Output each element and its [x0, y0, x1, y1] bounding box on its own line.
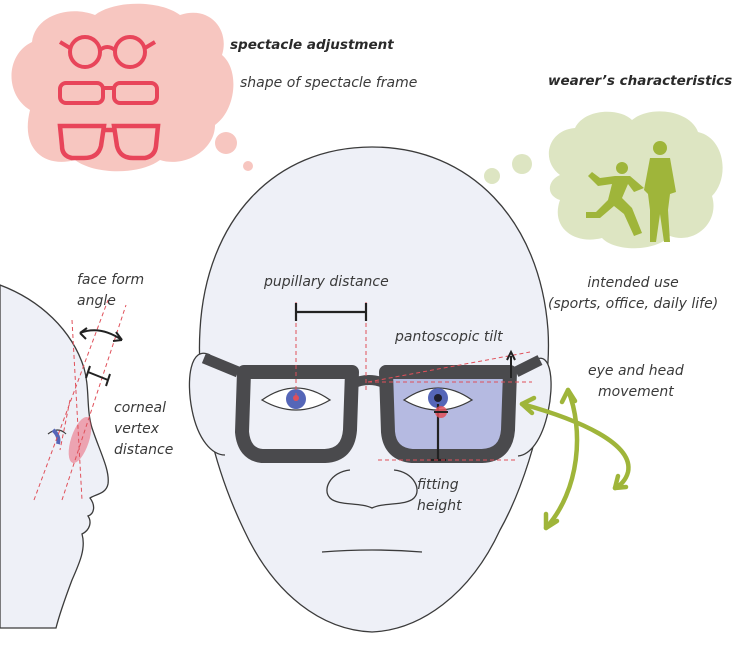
eye-head-movement-label: eye and head movement [588, 361, 684, 403]
thought-bubble-small [243, 161, 253, 171]
spectacle-adjustment-heading: spectacle adjustment [230, 37, 394, 53]
thought-bubble-large [215, 132, 237, 154]
shape-of-frame-label: shape of spectacle frame [240, 73, 417, 94]
side-profile-head [0, 285, 126, 628]
intended-use-label: intended use (sports, office, daily life… [548, 273, 718, 315]
thought-bubble-small [484, 168, 500, 184]
fitting-height-label: fitting height [417, 475, 462, 517]
pink-cloud [11, 4, 233, 172]
wearer-thought-cloud [484, 111, 723, 248]
thought-bubble-large [512, 154, 532, 174]
pupillary-distance-label: pupillary distance [264, 272, 389, 293]
pantoscopic-tilt-label: pantoscopic tilt [395, 327, 503, 348]
spectacle-thought-cloud [11, 4, 253, 172]
corneal-vertex-distance-label: corneal vertex distance [114, 398, 173, 461]
movement-arrows [522, 390, 628, 528]
wearers-characteristics-heading: wearer’s characteristics [548, 73, 732, 89]
face-form-angle-label: face form angle [77, 270, 144, 312]
